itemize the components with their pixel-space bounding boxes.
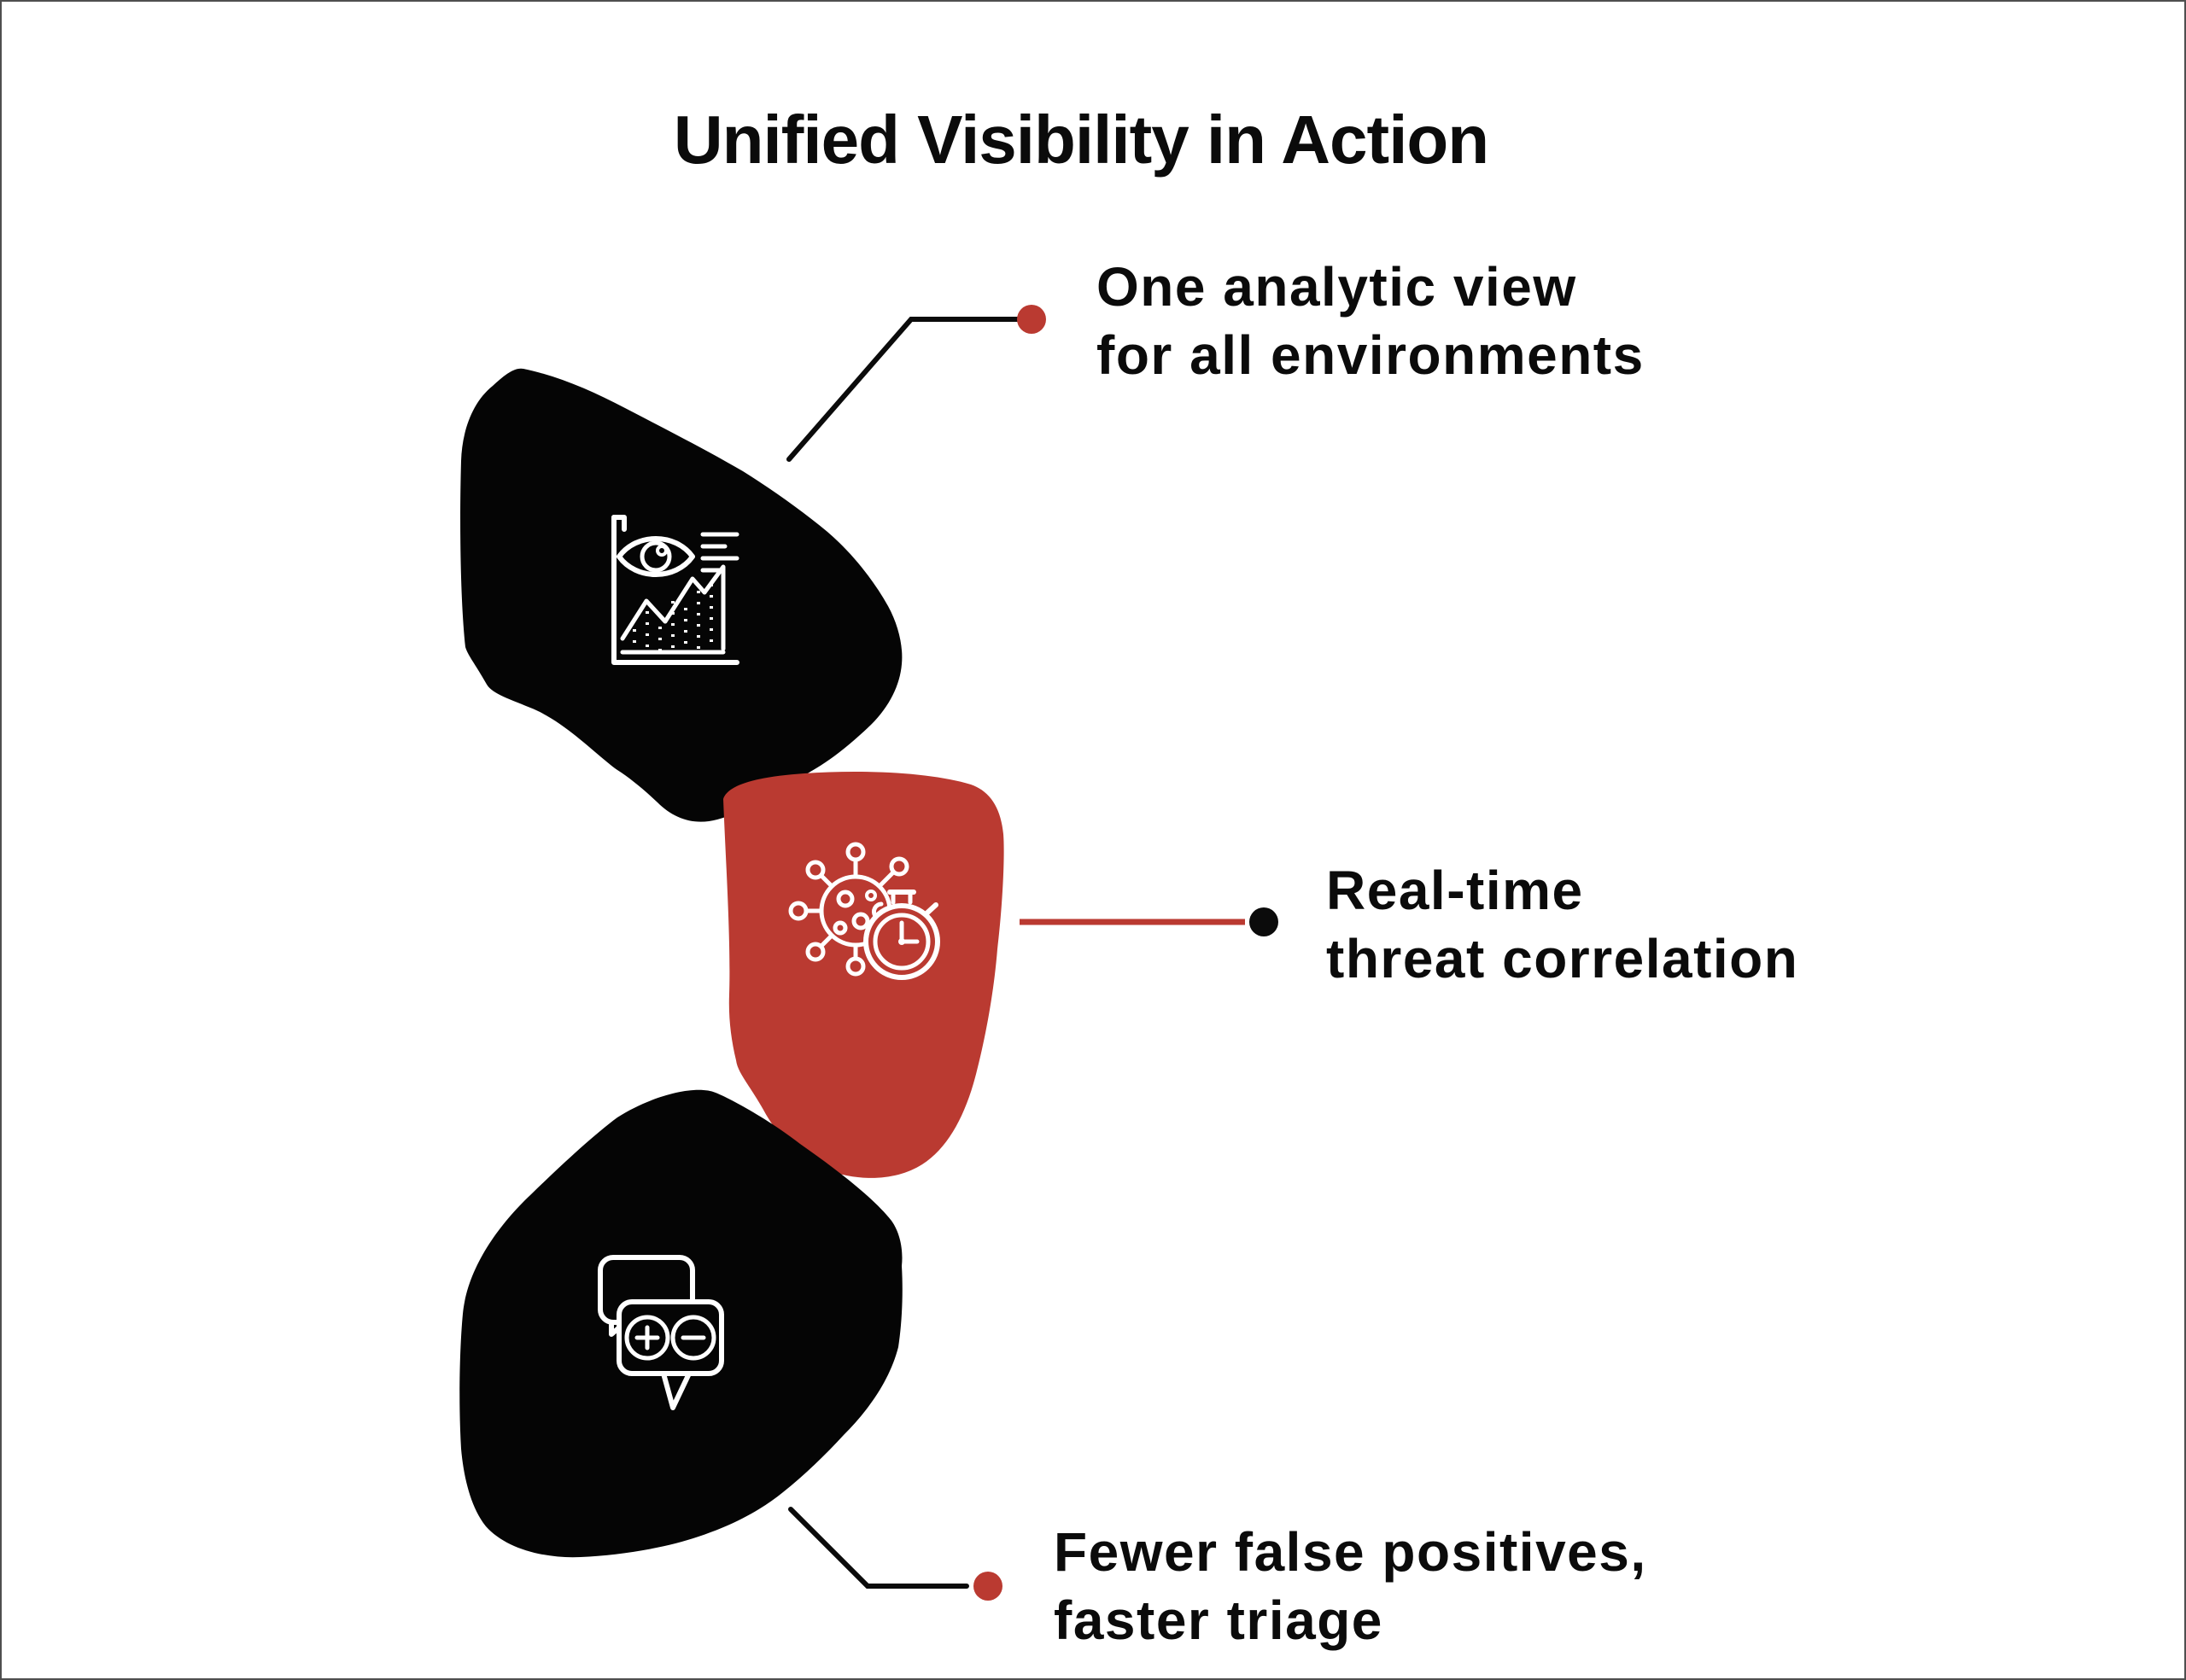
connector-analytics [786,305,1046,462]
callout-threat-line2: threat correlation [1326,928,1799,989]
connector-analytics-line [786,317,1020,462]
blob-threat [723,771,1004,1178]
page-title: Unified Visibility in Action [673,101,1489,178]
connector-analytics-dot [1017,305,1046,334]
callout-threat: Real-time threat correlation [1326,856,1798,993]
connector-threat-dot [1249,907,1278,936]
callout-threat-line1: Real-time [1326,860,1584,921]
callout-triage-line1: Fewer false positives, [1054,1521,1647,1583]
callout-analytics-line2: for all environments [1096,324,1645,386]
connector-triage [788,1507,1002,1601]
virus-stopwatch-icon [788,842,940,980]
connector-triage-line [788,1507,969,1589]
callout-analytics: One analytic view for all environments [1096,253,1645,389]
chat-plus-minus-icon [598,1255,724,1410]
callout-triage: Fewer false positives, faster triage [1054,1518,1647,1654]
callout-triage-line2: faster triage [1054,1590,1383,1651]
connector-triage-dot [973,1572,1002,1601]
callout-analytics-line1: One analytic view [1096,256,1577,318]
connector-threat [1020,907,1278,936]
analytics-eye-chart-icon [611,515,739,665]
